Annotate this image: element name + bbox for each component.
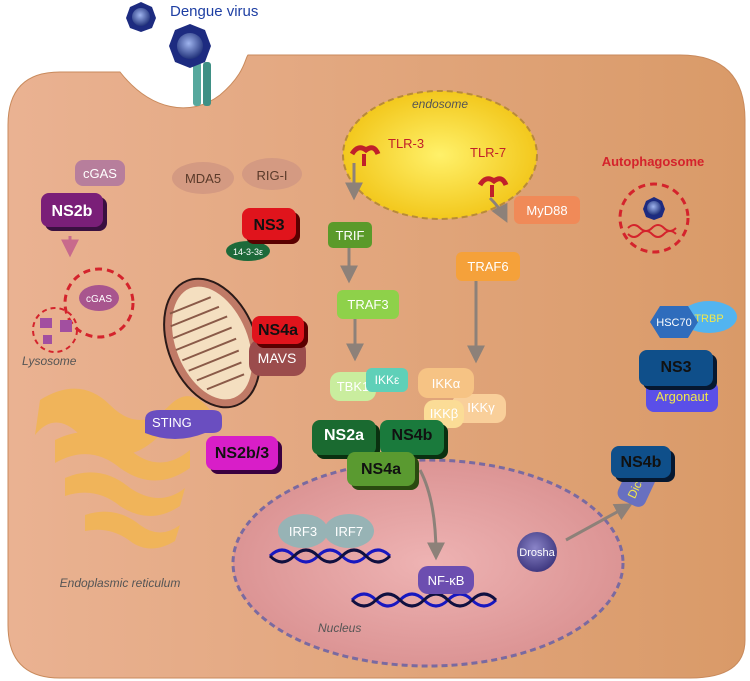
nf-kb: NF-κB	[418, 566, 474, 594]
protein-14-3-3e: 14-3-3ε	[226, 241, 270, 261]
ns2b: NS2b	[41, 193, 107, 231]
tlr3-receptor: TLR-3	[349, 136, 424, 166]
autophagosome-label: Autophagosome	[602, 154, 705, 169]
ns3-top-label: NS3	[253, 217, 284, 234]
ikk-gamma: IKKγ	[452, 394, 506, 423]
ns2a-label: NS2a	[324, 427, 364, 444]
cgas-lysosome-label: cGAS	[86, 294, 112, 305]
trif-label: TRIF	[336, 228, 365, 243]
dna-strand-right	[350, 592, 498, 608]
irf3: IRF3	[278, 514, 328, 548]
traf6-label: TRAF6	[467, 259, 508, 274]
ikkb-label: IKKβ	[430, 406, 458, 421]
irf7: IRF7	[324, 514, 374, 548]
drosha-protein: Drosha	[517, 532, 557, 572]
endosome: endosome TLR-3 TLR-7	[342, 90, 538, 220]
irf7-label: IRF7	[335, 524, 363, 539]
ns4a-center: NS4a	[347, 452, 419, 490]
ns4a-center-label: NS4a	[361, 461, 401, 478]
lysosome: cGAS Lysosome	[22, 267, 135, 368]
ns2b3-label: NS2b/3	[215, 445, 269, 462]
mavs: MAVS	[249, 339, 306, 376]
drosha-label: Drosha	[519, 547, 555, 559]
dna-strand-left	[268, 548, 392, 564]
ikka-label: IKKα	[432, 376, 461, 391]
nucleus-label: Nucleus	[318, 621, 361, 635]
nfkb-label: NF-κB	[428, 573, 465, 588]
ikk-epsilon: IKKε	[366, 368, 408, 392]
autophagosome: Autophagosome	[602, 154, 705, 254]
ns3-right-label: NS3	[660, 359, 691, 376]
ns3-top: NS3	[242, 208, 300, 244]
hsc70: HSC70	[650, 306, 698, 338]
ns4a-mito: NS4a	[252, 316, 308, 348]
tlr7-receptor: TLR-7	[470, 145, 509, 197]
traf6: TRAF6	[456, 252, 520, 281]
virus-receptor	[169, 24, 211, 106]
tlr3-label: TLR-3	[388, 136, 424, 151]
arrows	[61, 163, 633, 561]
traf3-label: TRAF3	[347, 297, 388, 312]
sting-label: STING	[152, 415, 192, 430]
tlr7-label: TLR-7	[470, 145, 506, 160]
mda5-label: MDA5	[185, 171, 221, 186]
irf3-label: IRF3	[289, 524, 317, 539]
ns2b-label: NS2b	[52, 203, 93, 220]
er-label: Endoplasmic reticulum	[60, 576, 181, 590]
virus-label: Dengue virus	[170, 3, 258, 20]
tbk1-label: TBK1	[337, 379, 370, 394]
mda5: MDA5	[172, 162, 234, 194]
ns3-right: NS3	[639, 350, 717, 390]
myd88-label: MyD88	[526, 203, 567, 218]
rigi-label: RIG-I	[256, 168, 287, 183]
cgas-top-label: cGAS	[83, 166, 117, 181]
rig-i: RIG-I	[242, 158, 302, 190]
cgas-top: cGAS	[75, 160, 125, 186]
mavs-label: MAVS	[258, 350, 297, 366]
ikk-alpha: IKKα	[418, 368, 474, 398]
dengue-virus-legend: Dengue virus	[126, 2, 258, 32]
protein-1433-label: 14-3-3ε	[233, 247, 263, 257]
ns2b3: NS2b/3	[206, 436, 282, 474]
traf3: TRAF3	[337, 290, 399, 319]
endoplasmic-reticulum: Endoplasmic reticulum	[35, 388, 210, 590]
ns2a: NS2a	[312, 420, 380, 459]
ikkg-label: IKKγ	[467, 400, 495, 415]
endosome-label: endosome	[412, 97, 468, 111]
trbp-label: TRBP	[694, 313, 723, 325]
myd88: MyD88	[514, 196, 580, 224]
argonaut-label: Argonaut	[656, 389, 709, 404]
hsc70-label: HSC70	[656, 317, 691, 329]
lysosome-label: Lysosome	[22, 354, 77, 368]
ikke-label: IKKε	[375, 373, 400, 387]
mitochondrion	[163, 277, 261, 409]
ns4b-right-label: NS4b	[621, 454, 662, 471]
ns4b-right: NS4b	[611, 446, 675, 482]
ns4b-center-label: NS4b	[392, 427, 433, 444]
sting: STING	[145, 410, 222, 439]
ns4a-mito-label: NS4a	[258, 322, 298, 339]
ns4b-center: NS4b	[380, 420, 448, 459]
trif: TRIF	[328, 222, 372, 248]
nucleus: Nucleus Drosha	[231, 458, 625, 668]
tbk1: TBK1	[330, 372, 376, 401]
